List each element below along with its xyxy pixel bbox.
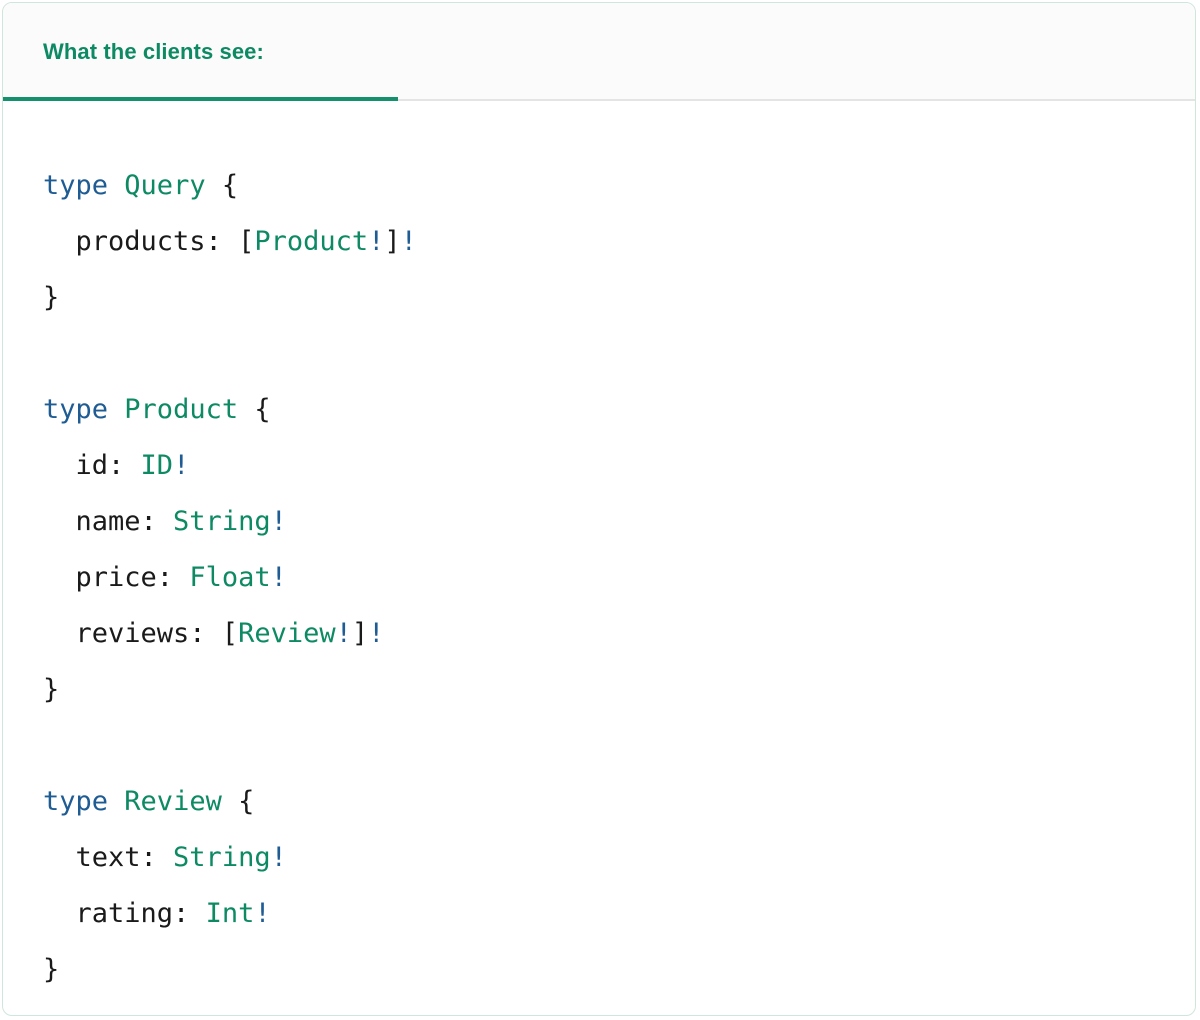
code-token-type: Review — [238, 618, 336, 649]
code-token-pun: { — [221, 786, 255, 817]
code-line: name: String! — [43, 494, 1195, 550]
code-token-pun: name: — [43, 506, 174, 537]
code-token-kw: type — [43, 170, 109, 201]
code-token-type: Review — [124, 786, 222, 817]
code-token-type: String — [173, 506, 271, 537]
code-token-type: String — [173, 842, 271, 873]
code-token-bang: ! — [368, 226, 385, 257]
code-line: type Query { — [43, 158, 1195, 214]
code-token-pun — [108, 394, 124, 425]
code-token-bang: ! — [400, 226, 417, 257]
tab-label: What the clients see: — [43, 39, 264, 64]
code-line: type Review { — [43, 774, 1195, 830]
code-token-pun — [108, 170, 124, 201]
code-token-bang: ! — [173, 450, 190, 481]
code-token-pun: products: [ — [43, 226, 255, 257]
code-line: } — [43, 662, 1195, 718]
code-token-pun — [108, 786, 124, 817]
code-token-bang: ! — [270, 562, 287, 593]
code-token-type: Product — [124, 394, 239, 425]
code-token-pun: rating: — [43, 898, 206, 929]
code-token-pun: } — [43, 674, 60, 705]
tab-what-the-clients-see[interactable]: What the clients see: — [3, 3, 398, 101]
code-token-kw: type — [43, 786, 109, 817]
code-token-pun: ] — [384, 226, 401, 257]
code-token-pun: ] — [351, 618, 369, 649]
code-token-pun: id: — [43, 450, 141, 481]
code-line: reviews: [Review!]! — [43, 606, 1195, 662]
code-token-pun: reviews: [ — [43, 618, 239, 649]
code-line: rating: Int! — [43, 886, 1195, 942]
graphql-schema-code-block: type Query { products: [Product!]!} type… — [3, 128, 1195, 998]
code-token-kw: type — [43, 394, 109, 425]
code-token-type: Float — [189, 562, 271, 593]
code-token-type: Int — [205, 898, 255, 929]
code-token-bang: ! — [270, 842, 287, 873]
code-token-pun: } — [43, 954, 60, 985]
tab-bar: What the clients see: — [3, 3, 1195, 101]
code-token-bang: ! — [368, 618, 385, 649]
code-token-type: Product — [254, 226, 369, 257]
code-token-pun: price: — [43, 562, 190, 593]
code-token-type: Query — [124, 170, 206, 201]
code-token-type: ID — [140, 450, 174, 481]
code-line: products: [Product!]! — [43, 214, 1195, 270]
code-line — [43, 718, 1195, 774]
code-token-bang: ! — [254, 898, 271, 929]
code-token-pun: { — [205, 170, 239, 201]
code-line: text: String! — [43, 830, 1195, 886]
code-token-bang: ! — [335, 618, 352, 649]
code-line: type Product { — [43, 382, 1195, 438]
code-token-pun: { — [238, 394, 271, 425]
code-line: } — [43, 942, 1195, 998]
code-line: price: Float! — [43, 550, 1195, 606]
code-line: id: ID! — [43, 438, 1195, 494]
code-token-bang: ! — [270, 506, 287, 537]
code-line — [43, 326, 1195, 382]
code-line: } — [43, 270, 1195, 326]
code-token-pun: text: — [43, 842, 174, 873]
code-token-pun: } — [43, 282, 60, 313]
